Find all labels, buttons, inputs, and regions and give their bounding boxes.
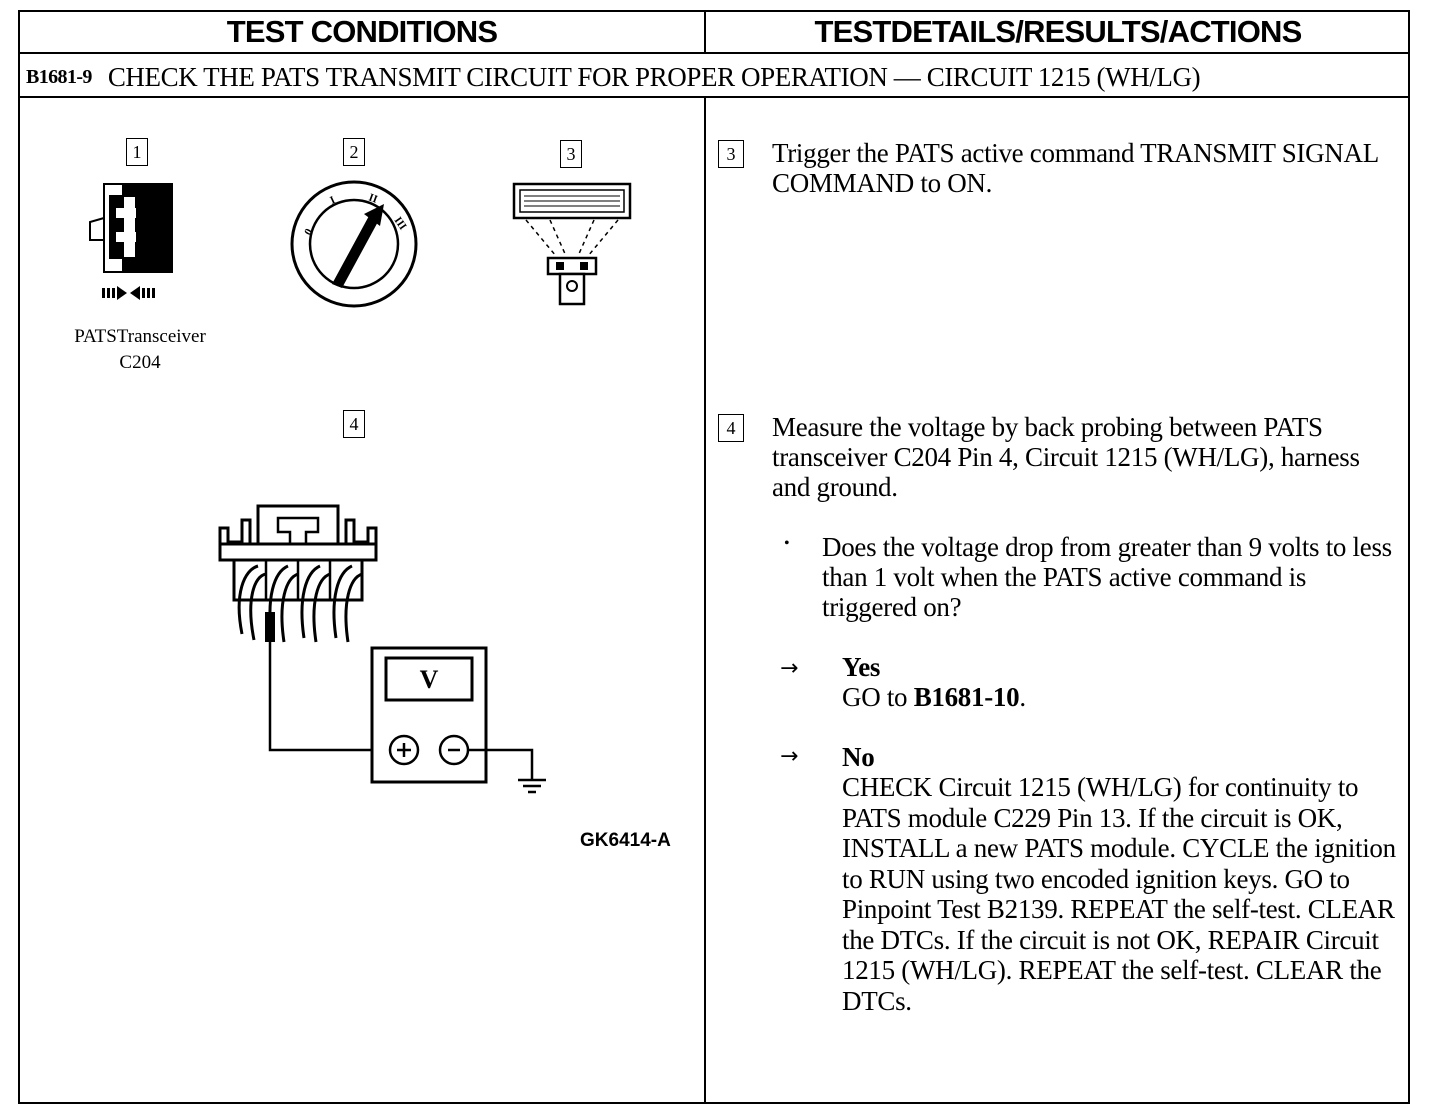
voltmeter-test-diagram: V [218, 504, 546, 794]
connector-caption-line2: C204 [119, 352, 161, 373]
bullet-icon: • [784, 535, 790, 552]
svg-text:I: I [328, 194, 337, 207]
svg-text:0: 0 [302, 226, 315, 237]
yes-action-target-link[interactable]: B1681-10 [913, 682, 1020, 712]
yes-label: Yes [842, 652, 881, 682]
column-divider [704, 96, 706, 1102]
no-arrow-icon: → [780, 744, 799, 769]
step-title-row: B1681-9 CHECK THE PATS TRANSMIT CIRCUIT … [26, 57, 1201, 97]
yes-action-prefix: GO to [842, 682, 914, 712]
ignition-switch-icon: 0 I II III [290, 180, 418, 308]
connector-caption-line1: PATSTransceiver [74, 326, 206, 347]
svg-text:II: II [367, 192, 379, 206]
figure-step-box-3: 3 [560, 140, 582, 168]
header-test-details: TESTDETAILS/RESULTS/ACTIONS [814, 14, 1302, 49]
detail-step-box-3: 3 [718, 140, 744, 168]
test-table: TEST CONDITIONS TESTDETAILS/RESULTS/ACTI… [18, 10, 1410, 1104]
step4-instruction: Measure the voltage by back probing betw… [772, 412, 1360, 502]
figure-id: GK6414-A [580, 830, 671, 851]
test-question: Does the voltage drop from greater than … [822, 532, 1392, 622]
divider [20, 96, 1408, 98]
connector-icon [89, 183, 173, 300]
connector-caption: PATSTransceiver C204 [50, 324, 230, 376]
yes-action: GO to B1681-10. [842, 682, 1026, 712]
figure-step-box-1: 1 [126, 138, 148, 166]
header-test-conditions: TEST CONDITIONS [20, 12, 706, 52]
no-action: CHECK Circuit 1215 (WH/LG) for continuit… [842, 772, 1396, 1016]
yes-action-suffix: . [1019, 682, 1026, 712]
figure-step-box-4: 4 [343, 410, 365, 438]
scan-tool-icon [512, 182, 632, 306]
detail-step-box-4: 4 [718, 414, 744, 442]
figure-step-box-2: 2 [343, 138, 365, 166]
meter-label: V [420, 665, 439, 694]
no-label: No [842, 742, 875, 772]
step-title: CHECK THE PATS TRANSMIT CIRCUIT FOR PROP… [107, 61, 1201, 92]
yes-arrow-icon: → [780, 656, 799, 681]
step-number: B1681-9 [26, 65, 92, 88]
step3-instruction: Trigger the PATS active command TRANSMIT… [772, 138, 1378, 198]
divider [20, 52, 1408, 54]
